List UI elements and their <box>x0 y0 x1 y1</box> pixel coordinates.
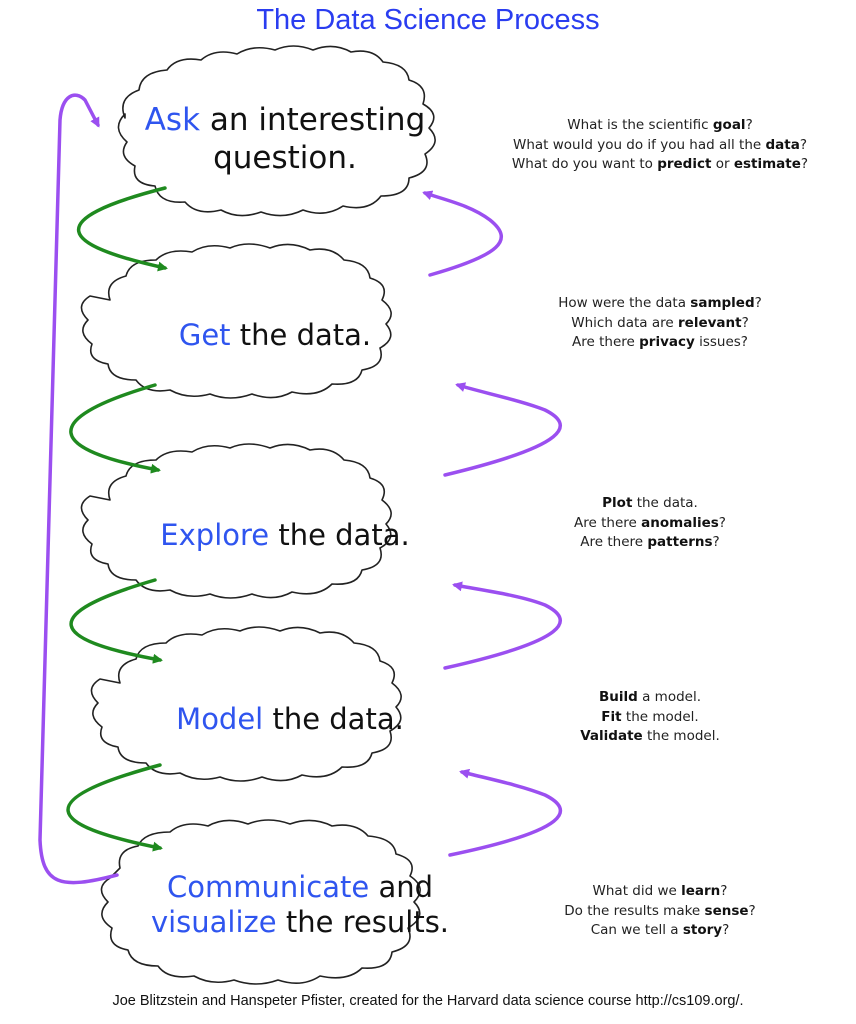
note-line: Are there patterns? <box>580 534 720 551</box>
note-line: Plot the data. <box>602 495 698 511</box>
stage-communicate-highlight: Communicate <box>166 870 370 904</box>
stage-ask-label: Ask an interesting question. <box>144 102 426 176</box>
back-arrow-communicate-to-model <box>448 768 563 857</box>
cloud-get <box>80 243 392 399</box>
notes-model: Build a model. Fit the model. Validate t… <box>540 688 760 747</box>
back-arrow-model-to-explore <box>443 581 562 670</box>
note-line: Which data are relevant? <box>571 314 749 331</box>
stage-communicate-highlight-2: visualize <box>150 905 277 940</box>
stage-model-highlight: Model <box>176 702 264 736</box>
back-arrow-get-to-ask <box>422 190 503 277</box>
note-line: How were the data sampled? <box>558 295 762 311</box>
note-line: What do you want to predict or estimate? <box>511 156 809 173</box>
forward-arrow-explore-to-model <box>69 578 163 664</box>
stage-explore-label: Explore the data. <box>160 518 410 552</box>
notes-ask: What is the scientific goal? What would … <box>470 116 850 175</box>
notes-explore: Plot the data. Are there anomalies? Are … <box>540 494 760 553</box>
stage-ask-highlight: Ask <box>144 102 201 138</box>
notes-get: How were the data sampled? Which data ar… <box>510 294 810 353</box>
note-line: What would you do if you had all the dat… <box>512 136 808 153</box>
credit-footer: Joe Blitzstein and Hanspeter Pfister, cr… <box>112 993 744 1009</box>
cloud-communicate <box>100 819 421 985</box>
note-line: Are there anomalies? <box>574 514 726 531</box>
stage-explore-highlight: Explore <box>160 518 270 552</box>
stage-model-label: Model the data. <box>176 702 404 736</box>
note-line: Fit the model. <box>601 708 699 725</box>
diagram-title: The Data Science Process <box>256 4 600 36</box>
note-line: Validate the model. <box>580 728 720 745</box>
stage-get-label: Get the data. <box>178 318 372 352</box>
note-line: What did we learn? <box>592 883 728 899</box>
back-arrow-explore-to-get <box>443 382 562 477</box>
stage-get-highlight: Get <box>178 318 231 352</box>
cloud-ask <box>117 45 436 217</box>
forward-arrow-get-to-explore <box>69 383 161 474</box>
cloud-explore <box>80 443 392 599</box>
note-line: Can we tell a story? <box>590 922 730 939</box>
note-line: Build a model. <box>598 689 701 705</box>
note-line: Are there privacy issues? <box>572 334 748 351</box>
note-line: Do the results make sense? <box>564 902 756 919</box>
forward-arrow-ask-to-get <box>76 186 168 272</box>
forward-arrow-model-to-communicate <box>66 763 163 852</box>
stage-communicate-label: Communicate and visualize the results. <box>150 870 450 940</box>
notes-communicate: What did we learn? Do the results make s… <box>510 882 810 941</box>
note-line: What is the scientific goal? <box>567 117 753 133</box>
cloud-model <box>90 626 402 782</box>
back-arrow-communicate-to-ask <box>38 93 119 885</box>
